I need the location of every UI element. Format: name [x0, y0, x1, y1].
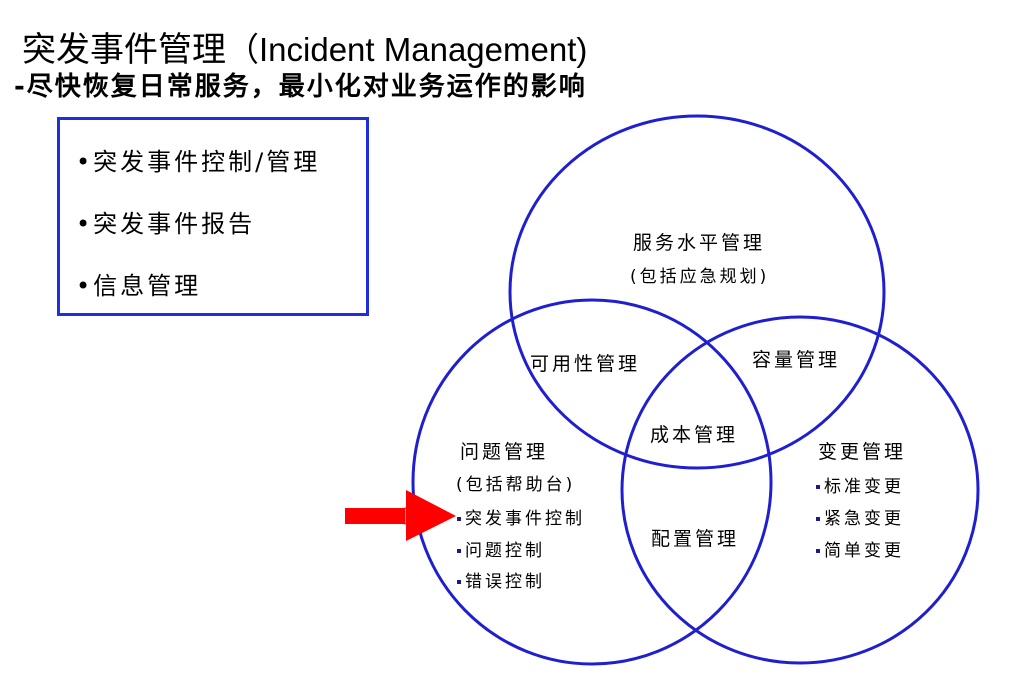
label-cost: 成本管理: [650, 424, 739, 446]
circle-change: [620, 315, 980, 665]
label-problem: 问题管理: [460, 441, 549, 463]
list-item: 错误控制: [457, 567, 545, 592]
bullet-icon: [457, 580, 461, 584]
circle-problem: [411, 298, 773, 666]
label-service-level-sub: (包括应急规划): [630, 267, 770, 287]
bullet-icon: [816, 549, 820, 553]
label-service-level: 服务水平管理: [633, 232, 766, 254]
label-configuration: 配置管理: [651, 528, 740, 550]
label-availability: 可用性管理: [530, 353, 641, 375]
bullet-icon: [457, 517, 461, 521]
subtitle: -尽快恢复日常服务，最小化对业务运作的影响: [14, 72, 587, 102]
box-item: •信息管理: [76, 272, 202, 300]
list-item: 问题控制: [457, 536, 545, 561]
bullet-icon: [457, 549, 461, 553]
label-problem-sub: (包括帮助台): [456, 475, 576, 495]
box-item: •突发事件控制/管理: [76, 148, 321, 176]
list-item: 简单变更: [816, 536, 904, 561]
bullet-icon: [816, 485, 820, 489]
box-item: •突发事件报告: [76, 210, 256, 238]
bullet-icon: [816, 517, 820, 521]
arrow-icon: [345, 490, 456, 541]
list-item: 标准变更: [816, 472, 904, 497]
title-cn: 突发事件管理: [22, 30, 226, 70]
circle-service-level: [508, 114, 886, 470]
label-capacity: 容量管理: [752, 349, 841, 371]
label-change: 变更管理: [818, 441, 907, 463]
title-en: （Incident Management): [226, 31, 588, 68]
list-item: 紧急变更: [816, 504, 904, 529]
incident-functions-box: •突发事件控制/管理 •突发事件报告 •信息管理: [57, 117, 369, 316]
page-title: 突发事件管理（Incident Management): [22, 22, 587, 71]
list-item: 突发事件控制: [457, 504, 585, 529]
